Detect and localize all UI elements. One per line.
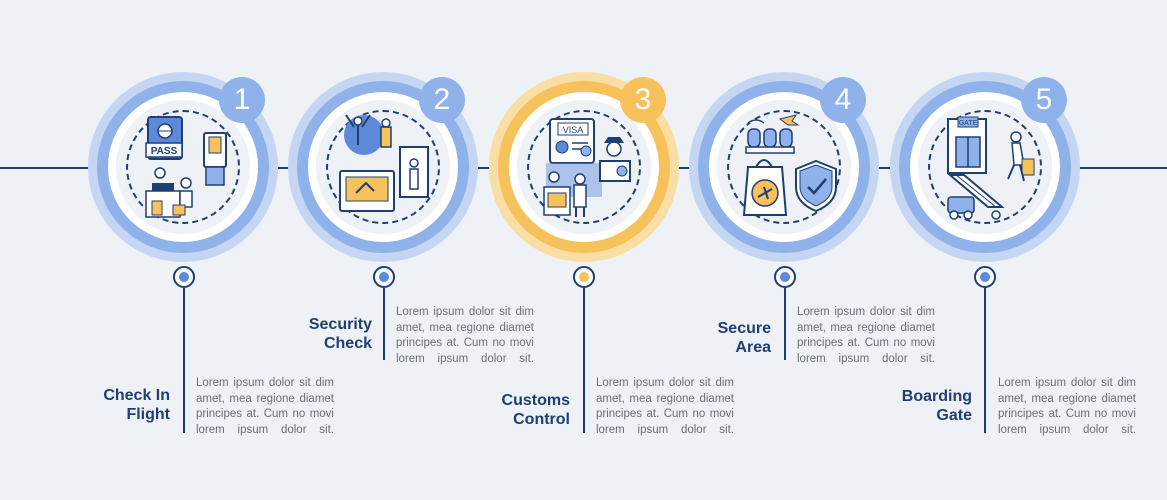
step-4-node (774, 266, 796, 288)
step-1-description: Lorem ipsum dolor sit dim amet, mea regi… (196, 377, 334, 436)
security-check-icon (339, 114, 429, 212)
step-5-number: 5 (1021, 77, 1067, 123)
step-4-connector (784, 288, 786, 360)
step-2-description: Lorem ipsum dolor sit dim amet, mea regi… (396, 306, 534, 365)
step-3-node (573, 266, 595, 288)
step-3-description: Lorem ipsum dolor sit dim amet, mea regi… (596, 377, 734, 436)
step-3-number: 3 (620, 77, 666, 123)
svg-text:PASS: PASS (151, 146, 178, 157)
step-1-title: Check In Flight (103, 387, 170, 423)
step-4-title: Secure Area (717, 320, 771, 356)
step-3-connector (583, 288, 585, 433)
step-2-number: 2 (419, 77, 465, 123)
timeline-line (0, 167, 1167, 169)
svg-text:GATE: GATE (959, 120, 978, 127)
step-2-title: Security Check (308, 316, 372, 352)
step-2-connector (383, 288, 385, 360)
svg-text:VISA: VISA (563, 125, 584, 135)
step-2-node (373, 266, 395, 288)
step-4-description: Lorem ipsum dolor sit dim amet, mea regi… (797, 306, 935, 365)
step-5-node (974, 266, 996, 288)
boarding-gate-icon: GATE (947, 116, 1035, 220)
step-5-connector (984, 288, 986, 433)
step-1-connector (183, 288, 185, 433)
step-5-description: Lorem ipsum dolor sit dim amet, mea regi… (998, 377, 1136, 436)
step-5-title: Boarding Gate (901, 388, 972, 424)
secure-area-icon (742, 114, 837, 216)
step-3-title: Customs Control (501, 392, 570, 428)
step-4-number: 4 (820, 77, 866, 123)
step-1-number: 1 (219, 77, 265, 123)
step-1-node (173, 266, 195, 288)
